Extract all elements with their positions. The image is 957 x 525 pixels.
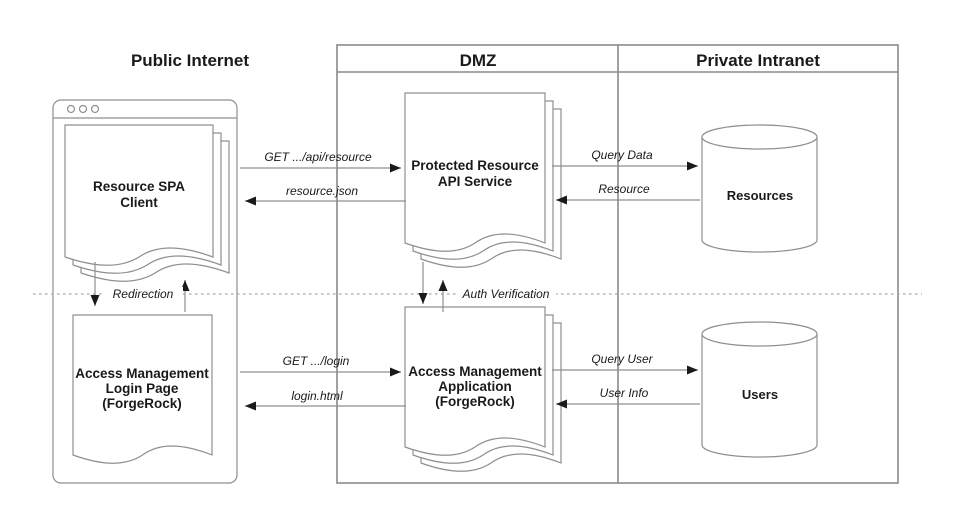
document-page-front [404, 306, 546, 456]
node-resource-spa-client: Resource SPA Client [64, 124, 230, 282]
arrow-login-html: login.html [245, 389, 406, 411]
node-label: (ForgeRock) [435, 394, 515, 409]
arrow-resource-json: resource.json [245, 184, 406, 206]
document-page-front [64, 124, 214, 266]
node-am-login-page: Access Management Login Page (ForgeRock) [72, 314, 213, 464]
arrow-query-user: Query User [552, 352, 698, 375]
cylinder-top [701, 124, 818, 150]
flow-label: login.html [291, 389, 343, 403]
node-label: Access Management [408, 364, 542, 379]
cylinder-body [701, 137, 818, 253]
arrow-user-info: User Info [556, 386, 700, 409]
cylinder-body [701, 334, 818, 458]
document-page-front [404, 92, 546, 252]
node-label: (ForgeRock) [102, 396, 182, 411]
flow-label: GET .../login [283, 354, 350, 368]
document-page [72, 314, 213, 464]
browser-dot-icon [66, 104, 76, 114]
browser-dot-icon [90, 104, 100, 114]
node-users-database: Users [701, 321, 818, 458]
flow-label: Query Data [591, 148, 653, 162]
flow-label: resource.json [286, 184, 358, 198]
arrow-get-api-resource: GET .../api/resource [240, 150, 401, 173]
node-label: Resources [727, 188, 793, 203]
arrow-redirection: Redirection [90, 262, 190, 312]
flow-label: GET .../api/resource [264, 150, 372, 164]
arrow-query-data: Query Data [552, 148, 698, 171]
flow-label: User Info [600, 386, 649, 400]
zone-title-public-internet: Public Internet [131, 51, 249, 70]
node-label: Access Management [75, 366, 209, 381]
label-backdrop [456, 287, 556, 301]
flow-label: Query User [591, 352, 653, 366]
zone-dmz-private-frame [336, 44, 899, 484]
label-backdrop [103, 287, 183, 301]
zone-title-private-intranet: Private Intranet [696, 51, 820, 70]
arrow-auth-verification: Auth Verification [418, 262, 556, 312]
node-label: API Service [438, 174, 513, 189]
node-label: Protected Resource [411, 158, 539, 173]
node-label: Client [120, 195, 158, 210]
cylinder-top [701, 321, 818, 347]
flow-label: Resource [598, 182, 650, 196]
zone-title-dmz: DMZ [460, 51, 497, 70]
node-resources-database: Resources [701, 124, 818, 253]
node-label: Users [742, 387, 778, 402]
arrow-resource: Resource [556, 182, 700, 205]
node-label: Resource SPA [93, 179, 185, 194]
flow-label: Redirection [113, 287, 174, 301]
node-label: Login Page [106, 381, 179, 396]
browser-dot-icon [78, 104, 88, 114]
flow-label: Auth Verification [462, 287, 550, 301]
node-protected-resource-api: Protected Resource API Service [404, 92, 562, 268]
node-am-application: Access Management Application (ForgeRock… [404, 306, 562, 472]
node-label: Application [438, 379, 512, 394]
arrow-get-login: GET .../login [240, 354, 401, 377]
